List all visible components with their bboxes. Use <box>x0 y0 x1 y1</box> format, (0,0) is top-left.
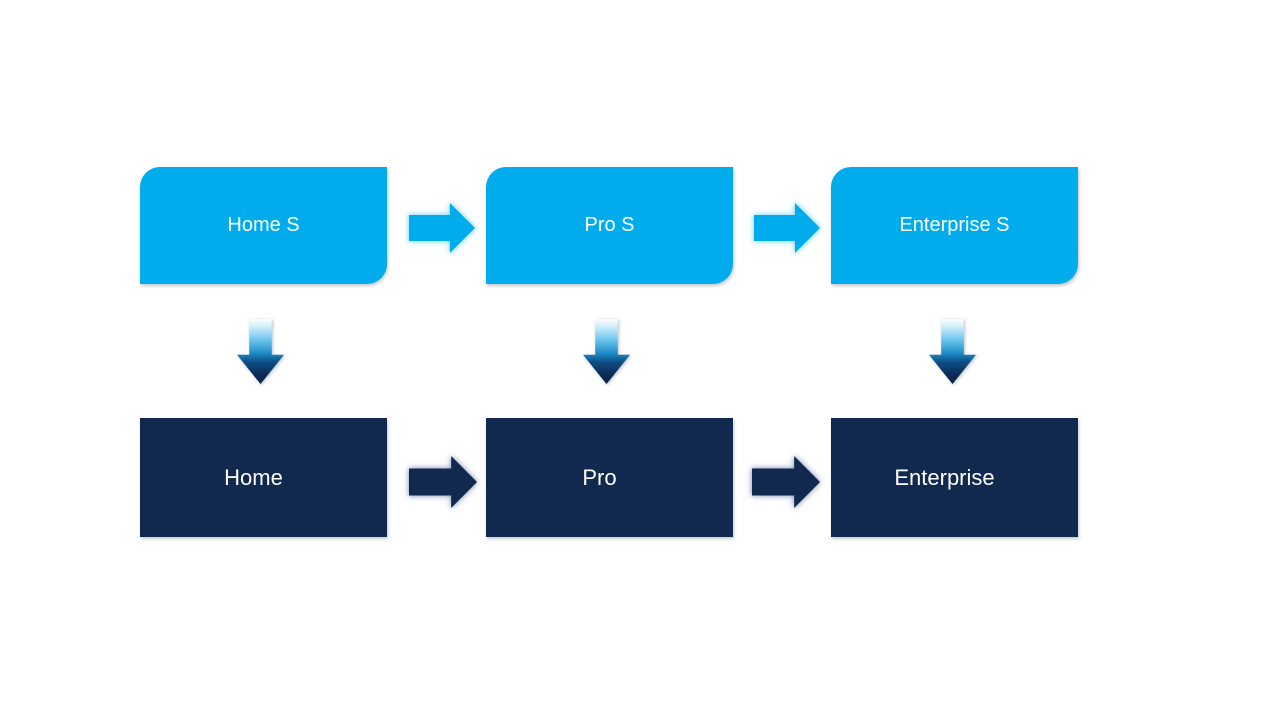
node-home: Home <box>140 418 387 537</box>
node-label: Pro <box>582 464 617 490</box>
right-arrow-shape <box>752 456 820 508</box>
down-arrow-icon <box>929 319 976 384</box>
right-arrow-icon <box>752 456 820 508</box>
right-arrow-icon <box>754 203 820 253</box>
node-home-s: Home S <box>140 167 387 284</box>
node-enterprise-s: Enterprise S <box>831 167 1078 284</box>
node-enterprise: Enterprise <box>831 418 1078 537</box>
down-arrow-icon <box>583 319 630 384</box>
node-label: Enterprise S <box>899 214 1010 236</box>
right-arrow-shape <box>409 456 477 508</box>
down-arrow-icon <box>237 319 284 384</box>
node-pro-s: Pro S <box>486 167 733 284</box>
right-arrow-shape <box>409 203 475 253</box>
node-label: Pro S <box>584 214 635 236</box>
node-label: Home <box>224 464 283 490</box>
down-arrow-shape <box>929 319 976 384</box>
node-pro: Pro <box>486 418 733 537</box>
right-arrow-icon <box>409 203 475 253</box>
node-label: Home S <box>227 214 300 236</box>
down-arrow-shape <box>237 319 284 384</box>
down-arrow-shape <box>583 319 630 384</box>
right-arrow-icon <box>409 456 477 508</box>
right-arrow-shape <box>754 203 820 253</box>
node-label: Enterprise <box>894 464 995 490</box>
